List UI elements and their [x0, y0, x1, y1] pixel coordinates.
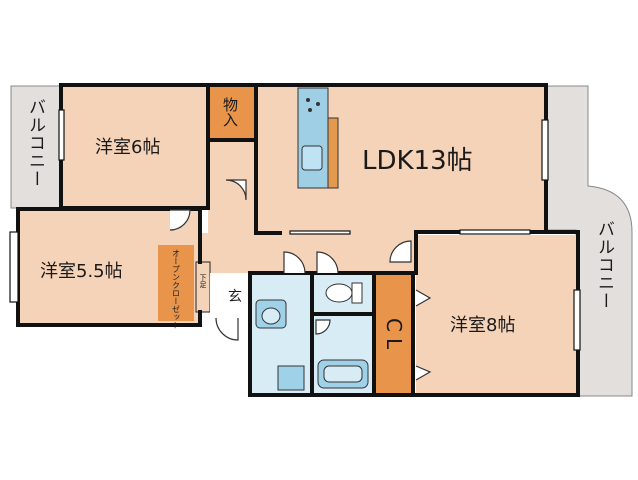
toilet-icon — [325, 282, 363, 304]
room-open-closet — [158, 245, 194, 321]
room-closet — [375, 273, 413, 394]
room-western-8 — [416, 235, 576, 394]
room-hall — [208, 140, 257, 233]
western-8-label: 洋室8帖 — [450, 315, 515, 336]
western-55-label: 洋室5.5帖 — [40, 261, 123, 282]
room-entrance — [210, 273, 250, 313]
western-6-label: 洋室6帖 — [95, 137, 160, 158]
kitchen-counter-icon — [297, 87, 339, 189]
shoe-box-label: 下足 — [199, 274, 207, 289]
entrance-label: 玄 — [228, 288, 242, 305]
open-closet-label: オープンクローゼット — [172, 249, 181, 329]
closet-label: CL — [382, 318, 406, 355]
door-swings — [169, 179, 432, 381]
sink-icon — [255, 299, 287, 329]
ldk-label: LDK13帖 — [362, 146, 473, 176]
bathtub-icon — [317, 359, 369, 389]
balcony-right-label: バルコニー — [594, 220, 614, 310]
balcony-left-area — [10, 85, 61, 209]
storage-label: 物入 — [221, 97, 239, 127]
washing-machine-icon — [277, 365, 305, 391]
room-western-6 — [63, 86, 208, 207]
windows — [9, 109, 581, 351]
balcony-left-label: バルコニー — [25, 98, 45, 188]
room-corridor — [200, 233, 416, 273]
room-storage — [208, 86, 254, 140]
